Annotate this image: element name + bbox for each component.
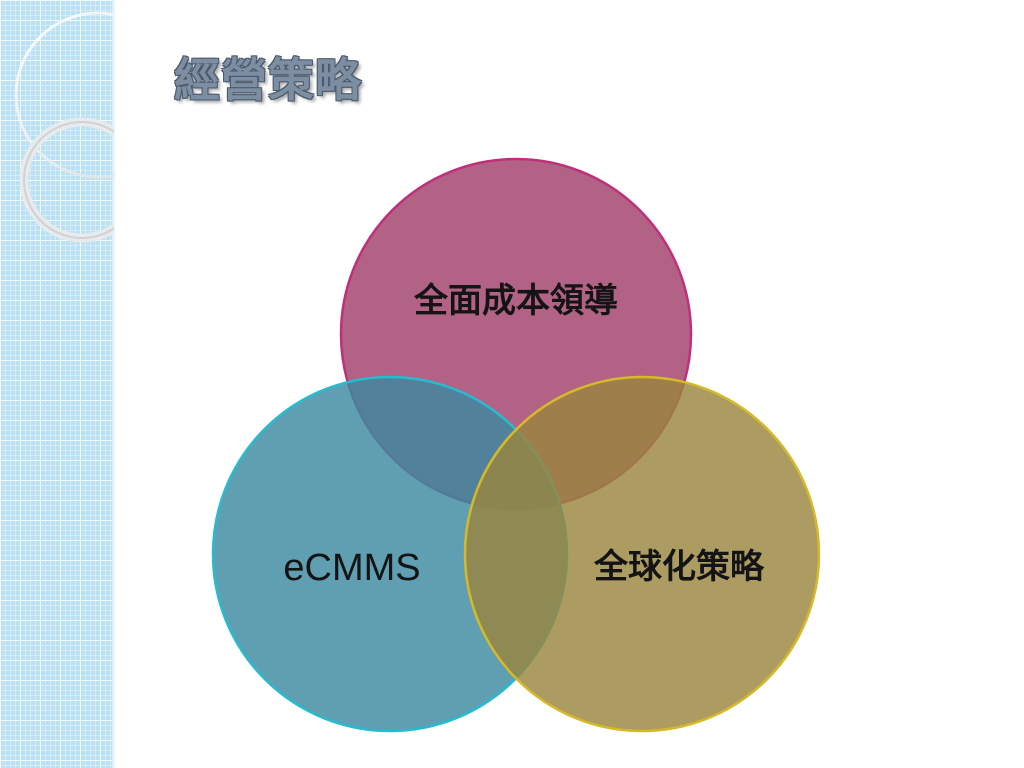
venn-circle-right (463, 375, 821, 733)
venn-label-left: eCMMS (283, 547, 420, 589)
deco-ring-small-inner (23, 121, 114, 239)
deco-ring-large (14, 11, 114, 179)
venn-label-top: 全面成本領導 (413, 281, 618, 321)
side-panel-edge (112, 0, 115, 768)
venn-label-right: 全球化策略 (593, 547, 765, 587)
decorative-rings (14, 11, 114, 243)
slide-title: 經營策略 (174, 53, 362, 107)
